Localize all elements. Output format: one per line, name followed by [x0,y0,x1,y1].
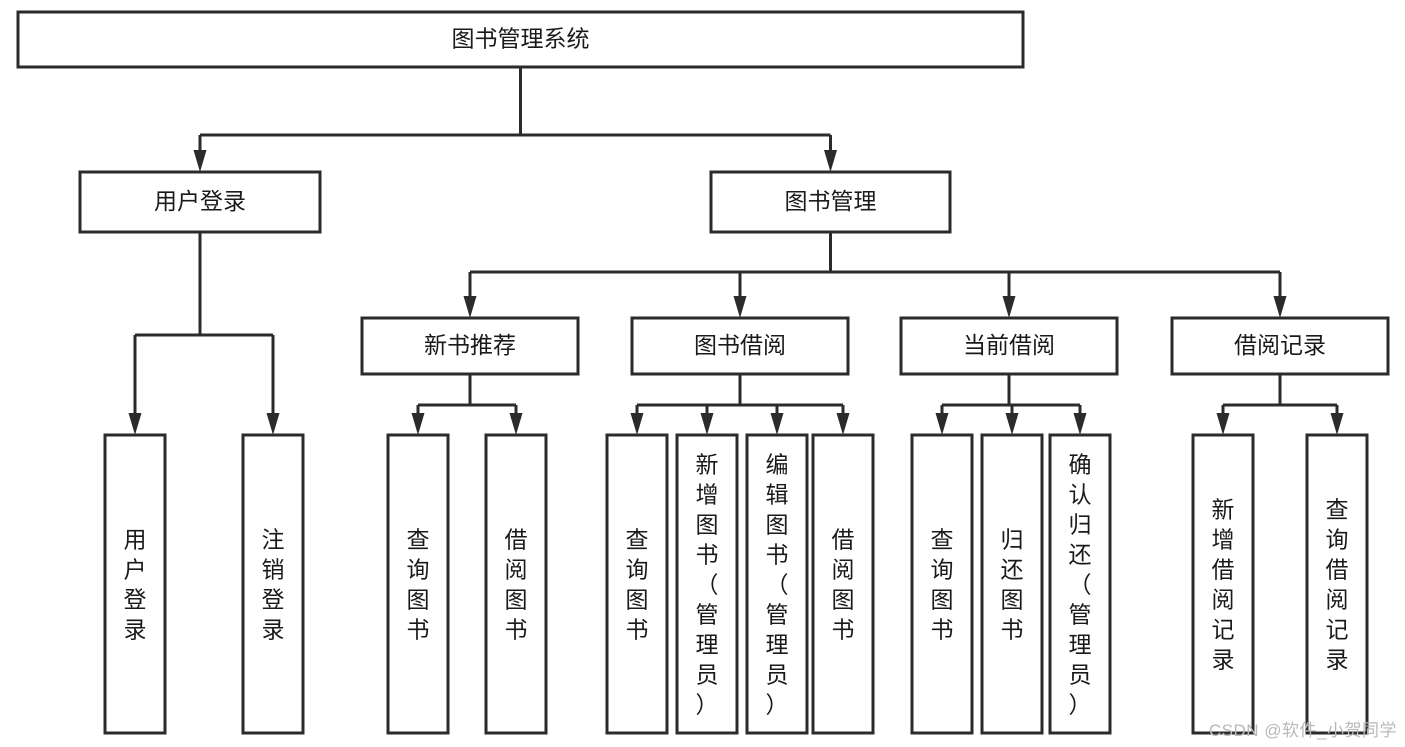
node-box-user-login [78,170,322,234]
node-label-current-borrow: 当前借阅 [963,332,1055,358]
node-label-leaf-query-book-current: 查询图书 [931,526,954,642]
node-label-leaf-borrow-book: 借阅图书 [832,526,855,642]
node-box-leaf-borrow-book-rec [484,433,548,735]
node-label-leaf-logout-login: 注销登录 [262,526,285,642]
arrow-head-leaf-query-book-borrow [630,413,644,435]
arrow-head-current-borrow [1002,296,1016,318]
node-box-book-borrow [630,316,850,376]
node-box-leaf-query-borrow-record [1305,433,1369,735]
vertical-paren-glyph: ） [766,691,789,717]
node-label-leaf-confirm-return-admin: 确认归还（管理员） [1069,451,1092,717]
arrow-head-leaf-add-book-admin [700,413,714,435]
node-label-user-login: 用户登录 [154,188,246,214]
node-box-leaf-query-book-current [910,433,974,735]
arrow-head-book-borrow [733,296,747,318]
node-leaf-logout-login[interactable]: 注销登录 [241,433,305,735]
node-box-leaf-user-login [103,433,167,735]
node-box-leaf-add-book-admin [675,433,739,735]
node-leaf-confirm-return-admin[interactable]: 确认归还（管理员） [1048,433,1112,735]
arrow-head-leaf-confirm-return-admin [1073,413,1087,435]
node-current-borrow[interactable]: 当前借阅 [899,316,1119,376]
arrow-head-leaf-add-borrow-record [1216,413,1230,435]
node-label-book-borrow: 图书借阅 [694,332,786,358]
node-box-current-borrow [899,316,1119,376]
node-label-leaf-add-borrow-record: 新增借阅记录 [1212,496,1235,672]
node-box-borrow-record [1170,316,1390,376]
node-label-leaf-add-book-admin: 新增图书（管理员） [696,451,719,717]
arrow-head-leaf-edit-book-admin [770,413,784,435]
node-label-book-manage: 图书管理 [785,188,877,214]
node-box-leaf-add-borrow-record [1191,433,1255,735]
node-box-leaf-query-book-rec [386,433,450,735]
node-leaf-edit-book-admin[interactable]: 编辑图书（管理员） [745,433,809,735]
connector-layer [128,67,1344,435]
node-label-leaf-borrow-book-rec: 借阅图书 [505,526,528,642]
arrow-head-leaf-query-borrow-record [1330,413,1344,435]
node-root[interactable]: 图书管理系统 [16,10,1025,69]
node-user-login[interactable]: 用户登录 [78,170,322,234]
node-label-leaf-edit-book-admin: 编辑图书（管理员） [766,451,789,717]
node-box-book-manage [709,170,952,234]
node-box-leaf-borrow-book [811,433,875,735]
node-box-leaf-confirm-return-admin [1048,433,1112,735]
node-book-manage[interactable]: 图书管理 [709,170,952,234]
arrow-head-new-book-recommend [463,296,477,318]
arrow-head-borrow-record [1273,296,1287,318]
node-box-root [16,10,1025,69]
node-book-borrow[interactable]: 图书借阅 [630,316,850,376]
arrow-head-book-manage [824,150,837,172]
node-box-leaf-logout-login [241,433,305,735]
node-leaf-user-login[interactable]: 用户登录 [103,433,167,735]
node-label-new-book-recommend: 新书推荐 [424,332,516,358]
vertical-paren-glyph: （ [1069,571,1092,597]
node-label-borrow-record: 借阅记录 [1234,332,1326,358]
node-leaf-query-book-rec[interactable]: 查询图书 [386,433,450,735]
node-leaf-query-book-borrow[interactable]: 查询图书 [605,433,669,735]
node-borrow-record[interactable]: 借阅记录 [1170,316,1390,376]
node-leaf-add-book-admin[interactable]: 新增图书（管理员） [675,433,739,735]
node-box-leaf-edit-book-admin [745,433,809,735]
node-label-root: 图书管理系统 [452,26,590,52]
node-box-leaf-return-book [980,433,1044,735]
node-leaf-query-borrow-record[interactable]: 查询借阅记录 [1305,433,1369,735]
node-leaf-return-book[interactable]: 归还图书 [980,433,1044,735]
vertical-paren-glyph: （ [696,571,719,597]
arrow-head-leaf-logout-login [266,413,280,435]
arrow-head-leaf-user-login [128,413,142,435]
node-leaf-borrow-book-rec[interactable]: 借阅图书 [484,433,548,735]
node-label-leaf-query-book-rec: 查询图书 [407,526,430,642]
arrow-head-user-login [193,150,207,172]
node-label-leaf-query-book-borrow: 查询图书 [626,526,649,642]
vertical-paren-glyph: ） [696,691,719,717]
node-leaf-borrow-book[interactable]: 借阅图书 [811,433,875,735]
vertical-paren-glyph: ） [1069,691,1092,717]
node-leaf-query-book-current[interactable]: 查询图书 [910,433,974,735]
node-layer: 图书管理系统用户登录图书管理新书推荐图书借阅当前借阅借阅记录用户登录注销登录查询… [16,10,1390,735]
arrow-head-leaf-return-book [1005,413,1019,435]
vertical-paren-glyph: （ [766,571,789,597]
node-box-new-book-recommend [360,316,580,376]
arrow-head-leaf-query-book-rec [411,413,425,435]
node-new-book-recommend[interactable]: 新书推荐 [360,316,580,376]
node-label-leaf-return-book: 归还图书 [1001,526,1024,642]
arrow-head-leaf-query-book-current [935,413,949,435]
node-label-leaf-user-login: 用户登录 [124,526,147,642]
node-box-leaf-query-book-borrow [605,433,669,735]
node-label-leaf-query-borrow-record: 查询借阅记录 [1326,496,1349,672]
arrow-head-leaf-borrow-book-rec [509,413,523,435]
node-leaf-add-borrow-record[interactable]: 新增借阅记录 [1191,433,1255,735]
arrow-head-leaf-borrow-book [836,413,850,435]
